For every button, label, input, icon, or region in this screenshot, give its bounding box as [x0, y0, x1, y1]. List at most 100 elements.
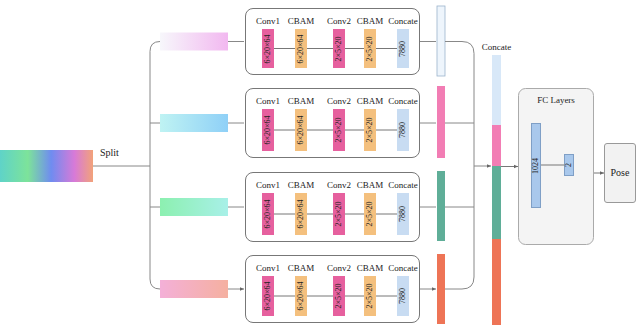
- layer-name: Conv2: [327, 97, 351, 106]
- concat-label: Concate: [482, 43, 512, 52]
- feature-bar: [437, 86, 445, 158]
- branch-module: Conv16×20×64CBAM6×20×64Conv22×5×20CBAM2×…: [245, 172, 420, 242]
- merge-bracket: [445, 42, 474, 290]
- tensor-size: 6×20×64: [264, 199, 272, 228]
- connector: [274, 296, 295, 297]
- tensor-size: 2×5×20: [335, 283, 343, 308]
- tensor-size: 6×20×64: [297, 199, 305, 228]
- connector: [307, 296, 333, 297]
- branch-image: [160, 33, 228, 51]
- connector: [307, 48, 333, 49]
- layer-name: Conv1: [256, 264, 280, 273]
- connector: [345, 214, 364, 215]
- layer-bar: CBAM6×20×64: [295, 276, 307, 316]
- tensor-size: 7880: [399, 41, 407, 57]
- fc-title: FC Layers: [537, 96, 575, 105]
- fc-layer-bar: 2: [564, 154, 574, 176]
- tensor-size: 2×5×20: [335, 201, 343, 226]
- layer-name: CBAM: [357, 181, 384, 190]
- layer-bar: Conv22×5×20: [333, 29, 345, 68]
- connector: [541, 165, 564, 166]
- connector: [376, 296, 397, 297]
- layer-bar: CBAM2×5×20: [364, 109, 376, 151]
- layer-bar: CBAM6×20×64: [295, 193, 307, 235]
- layer-bar: Conv22×5×20: [333, 276, 345, 316]
- connector: [376, 130, 397, 131]
- layer-bar: CBAM6×20×64: [295, 29, 307, 68]
- layer-bar: Conv16×20×64: [262, 276, 274, 316]
- layer-bar: Concate7880: [397, 276, 409, 316]
- layer-bar: Conv16×20×64: [262, 109, 274, 151]
- tensor-size: 7880: [399, 288, 407, 304]
- layer-bar: Concate7880: [397, 29, 409, 68]
- layer-bar: CBAM2×5×20: [364, 29, 376, 68]
- layer-bar: Conv22×5×20: [333, 109, 345, 151]
- branch-arrow: [228, 42, 244, 290]
- tensor-size: 6×20×64: [297, 281, 305, 310]
- split-bracket: [150, 42, 160, 290]
- connector: [376, 48, 397, 49]
- layer-bar: Conv16×20×64: [262, 29, 274, 68]
- merge-arrow: [474, 166, 491, 167]
- layer-name: Conv1: [256, 181, 280, 190]
- connector: [376, 214, 397, 215]
- layer-name: Conv1: [256, 17, 280, 26]
- tensor-size: 6×20×64: [264, 115, 272, 144]
- tensor-size: 6×20×64: [297, 34, 305, 63]
- layer-name: CBAM: [357, 97, 384, 106]
- branch-image: [160, 198, 228, 216]
- input-image: [0, 150, 93, 182]
- tensor-size: 6×20×64: [297, 115, 305, 144]
- layer-name: Conv2: [327, 264, 351, 273]
- connector: [307, 130, 333, 131]
- feature-bar: [437, 171, 445, 241]
- fc-layer-bar: 1024: [531, 123, 541, 208]
- layer-name: CBAM: [288, 264, 315, 273]
- layer-bar: CBAM2×5×20: [364, 193, 376, 235]
- connector: [307, 214, 333, 215]
- output-label: Pose: [611, 168, 630, 178]
- tensor-size: 7880: [399, 122, 407, 138]
- tensor-size: 6×20×64: [264, 281, 272, 310]
- layer-name: CBAM: [288, 97, 315, 106]
- tensor-size: 2×5×20: [366, 36, 374, 61]
- layer-bar: Conv22×5×20: [333, 193, 345, 235]
- layer-name: CBAM: [288, 181, 315, 190]
- layer-name: CBAM: [357, 17, 384, 26]
- connector: [345, 296, 364, 297]
- layer-bar: CBAM6×20×64: [295, 109, 307, 151]
- connector: [274, 48, 295, 49]
- feature-bar: [437, 254, 445, 324]
- layer-name: CBAM: [288, 17, 315, 26]
- layer-name: Concate: [388, 17, 418, 26]
- layer-bar: Conv16×20×64: [262, 193, 274, 235]
- layer-bar: CBAM2×5×20: [364, 276, 376, 316]
- layer-name: Conv1: [256, 97, 280, 106]
- layer-bar: Concate7880: [397, 193, 409, 235]
- split-branch: [150, 123, 160, 207]
- layer-name: Concate: [388, 97, 418, 106]
- tensor-size: 2×5×20: [366, 117, 374, 142]
- layer-name: Concate: [388, 264, 418, 273]
- branch-image: [160, 280, 228, 298]
- layer-bar: Concate7880: [397, 109, 409, 151]
- feature-arrow: [420, 42, 436, 290]
- layer-size: 2: [565, 163, 573, 167]
- layer-name: Conv2: [327, 17, 351, 26]
- tensor-size: 2×5×20: [335, 117, 343, 142]
- concat-bar: Concate: [492, 55, 501, 325]
- split-line: [93, 166, 150, 167]
- branch-image: [160, 114, 228, 132]
- layer-size: 1024: [532, 158, 540, 174]
- fc-box: FC Layers 1024 2: [518, 88, 594, 245]
- output-box: Pose: [604, 143, 636, 203]
- layer-name: Concate: [388, 181, 418, 190]
- connector: [274, 130, 295, 131]
- branch-module: Conv16×20×64CBAM6×20×64Conv22×5×20CBAM2×…: [245, 255, 420, 323]
- branch-module: Conv16×20×64CBAM6×20×64Conv22×5×20CBAM2×…: [245, 8, 420, 75]
- tensor-size: 2×5×20: [335, 36, 343, 61]
- feature-bar: [437, 6, 445, 76]
